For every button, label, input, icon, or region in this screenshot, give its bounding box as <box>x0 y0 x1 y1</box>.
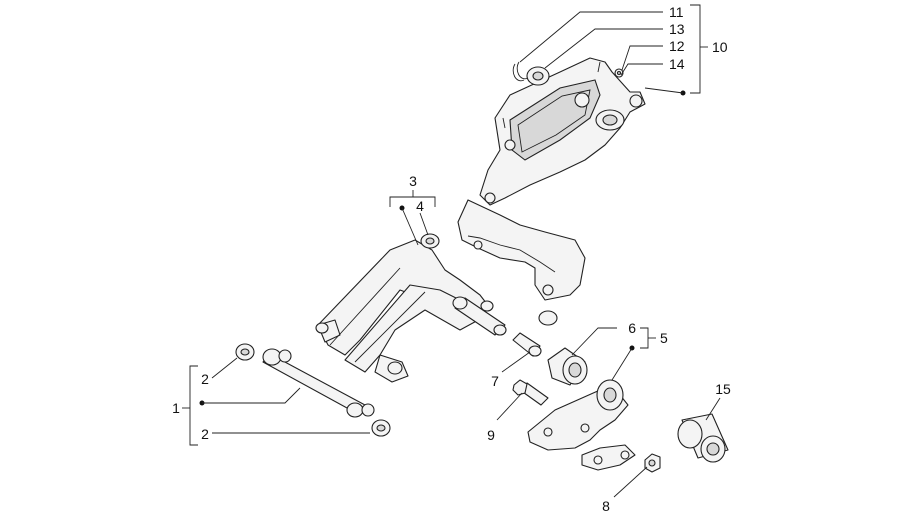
label-4: 4 <box>416 198 424 214</box>
label-7: 7 <box>491 373 499 389</box>
label-9: 9 <box>487 427 495 443</box>
label-12: 12 <box>669 38 685 54</box>
spacer-7 <box>512 332 542 357</box>
label-2-bottom: 2 <box>201 426 209 442</box>
callout-labels: 11 13 12 14 10 3 4 6 5 7 9 8 15 2 1 2 <box>172 4 731 512</box>
bearing-13 <box>526 66 550 86</box>
pivot-bolt-1 <box>262 348 366 418</box>
silent-block-6 <box>547 347 588 386</box>
bushing-15 <box>677 413 729 463</box>
nut-8 <box>644 453 661 473</box>
label-15: 15 <box>715 381 731 397</box>
bushing-2a <box>235 343 255 361</box>
label-1: 1 <box>172 400 180 416</box>
side-washer <box>278 349 375 417</box>
bushing-2b <box>371 419 391 437</box>
label-3: 3 <box>409 173 417 189</box>
engine-bracket <box>479 57 646 206</box>
screw-12-14 <box>614 68 624 78</box>
label-6: 6 <box>628 320 636 336</box>
leader-lines <box>182 4 721 498</box>
bolt-9 <box>512 379 549 406</box>
label-8: 8 <box>602 498 610 512</box>
bushing-4 <box>420 233 440 249</box>
cover-plate <box>457 199 586 301</box>
label-11: 11 <box>669 4 684 20</box>
label-2-top: 2 <box>201 371 209 387</box>
pin-shaft <box>452 296 558 336</box>
circlip-11 <box>512 61 529 82</box>
rocker-bracket <box>527 379 636 471</box>
label-10: 10 <box>712 39 728 55</box>
label-13: 13 <box>669 21 685 37</box>
label-14: 14 <box>669 56 685 72</box>
label-5: 5 <box>660 330 668 346</box>
